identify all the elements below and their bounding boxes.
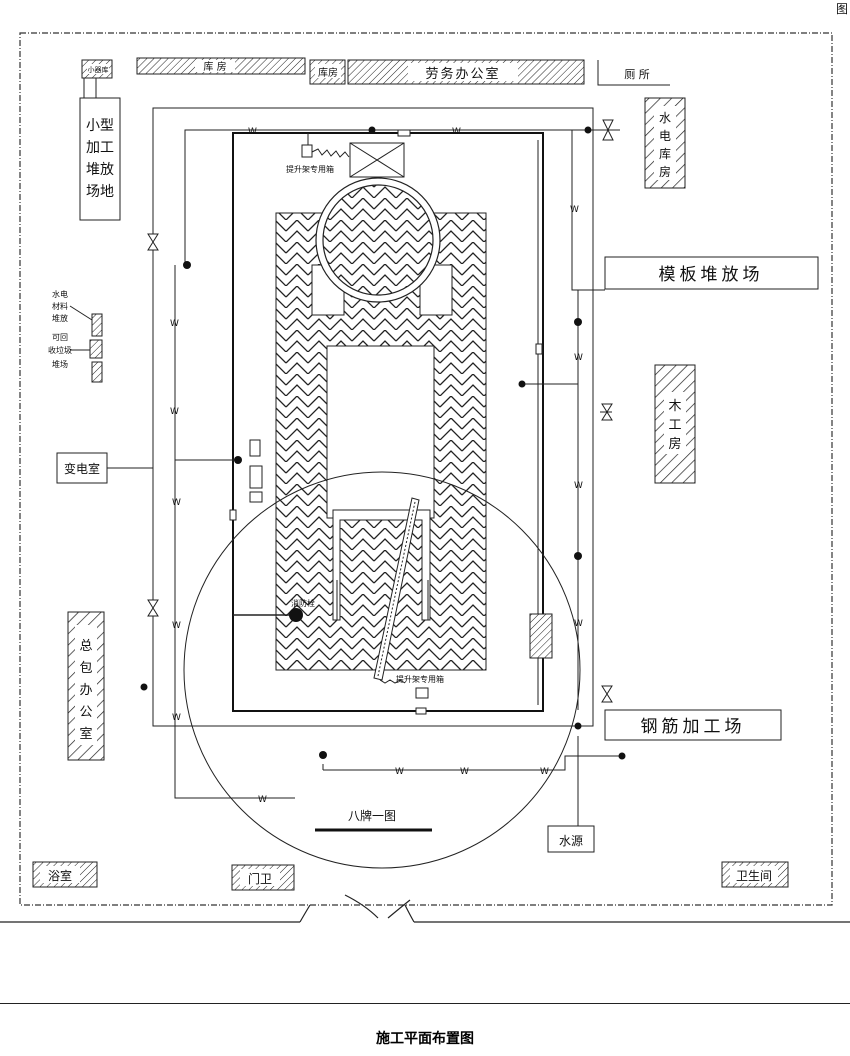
svg-text:W: W bbox=[452, 127, 461, 137]
svg-text:包: 包 bbox=[79, 661, 92, 676]
building-footprint bbox=[275, 177, 487, 671]
water-elec-warehouse: 水 电 库 房 bbox=[644, 97, 686, 189]
gate-fence bbox=[0, 894, 850, 923]
warehouse-top: 库 房 bbox=[136, 57, 306, 75]
small-storage: 小器库 bbox=[81, 59, 113, 99]
svg-text:材料: 材料 bbox=[52, 301, 68, 311]
corner-mark: 图 bbox=[835, 2, 848, 16]
svg-text:变电室: 变电室 bbox=[64, 461, 100, 476]
woodwork-shop: 木 工 房 bbox=[654, 364, 696, 484]
svg-text:可回: 可回 bbox=[52, 333, 68, 342]
svg-text:W: W bbox=[170, 319, 179, 329]
svg-text:小器库: 小器库 bbox=[88, 65, 109, 74]
pipe-w-labels: W W W W W W W W W W W W W W W bbox=[170, 127, 583, 805]
pipe-valve-crosses bbox=[147, 119, 614, 703]
eight-boards-one-map: 八牌一图 bbox=[315, 809, 432, 832]
water-pipe-network bbox=[152, 108, 625, 826]
rebar-yard: 钢筋加工场 bbox=[604, 709, 782, 741]
tower-crane bbox=[183, 471, 581, 869]
svg-text:W: W bbox=[574, 353, 583, 363]
svg-text:门卫: 门卫 bbox=[248, 871, 272, 886]
svg-text:W: W bbox=[574, 619, 583, 629]
site-boundary bbox=[19, 32, 833, 906]
svg-text:W: W bbox=[460, 767, 469, 777]
gate-guard: 门卫 bbox=[231, 864, 295, 891]
labor-office: 劳务办公室 bbox=[347, 59, 585, 85]
svg-text:办: 办 bbox=[79, 683, 92, 698]
svg-text:水: 水 bbox=[659, 111, 671, 125]
svg-text:公: 公 bbox=[79, 705, 92, 720]
gc-office: 总 包 办 公 室 bbox=[67, 611, 105, 761]
svg-text:电: 电 bbox=[659, 129, 671, 143]
site-small-boxes bbox=[229, 129, 553, 715]
toilet-bottom: 卫生间 bbox=[721, 861, 789, 888]
svg-text:房: 房 bbox=[659, 164, 671, 179]
svg-text:收垃圾: 收垃圾 bbox=[48, 345, 72, 355]
hoist-box-bottom: 提升架专用箱 bbox=[379, 674, 444, 699]
warehouse-small: 库房 bbox=[309, 59, 346, 85]
svg-text:加工: 加工 bbox=[86, 140, 114, 156]
svg-text:W: W bbox=[172, 498, 181, 508]
site-plan-drawing: 小器库 库 房 库房 劳务办公室 厕 所 小型 加工 堆放 场地 水电 材料 堆… bbox=[0, 32, 850, 923]
svg-text:劳务办公室: 劳务办公室 bbox=[425, 66, 500, 82]
svg-text:工: 工 bbox=[668, 418, 681, 433]
svg-text:木: 木 bbox=[668, 399, 681, 414]
left-legend: 水电 材料 堆放 可回 收垃圾 堆场 bbox=[48, 289, 103, 383]
svg-text:水源: 水源 bbox=[559, 834, 583, 848]
hoist-box-top: 提升架专用箱 bbox=[286, 133, 405, 178]
transformer-room: 变电室 bbox=[56, 452, 153, 484]
svg-text:水电: 水电 bbox=[52, 289, 68, 299]
bottom-rule bbox=[0, 1003, 850, 1004]
svg-text:堆放: 堆放 bbox=[86, 162, 114, 178]
svg-text:浴室: 浴室 bbox=[48, 868, 72, 883]
bath-room: 浴室 bbox=[32, 861, 98, 888]
svg-text:模板堆放场: 模板堆放场 bbox=[659, 265, 764, 285]
svg-text:W: W bbox=[574, 481, 583, 491]
svg-text:W: W bbox=[248, 127, 257, 137]
svg-text:堆放: 堆放 bbox=[52, 313, 68, 323]
pipe-valves bbox=[140, 126, 626, 760]
svg-text:库 房: 库 房 bbox=[203, 60, 226, 73]
water-source: 水源 bbox=[547, 825, 595, 853]
toilet-top: 厕 所 bbox=[597, 60, 670, 86]
svg-text:W: W bbox=[570, 205, 579, 215]
svg-text:钢筋加工场: 钢筋加工场 bbox=[641, 717, 746, 737]
svg-text:库房: 库房 bbox=[318, 66, 338, 79]
svg-text:W: W bbox=[172, 621, 181, 631]
fire-hydrant: 消防栓 bbox=[233, 598, 315, 622]
small-processing-yard: 小型 加工 堆放 场地 bbox=[79, 97, 121, 221]
svg-text:提升架专用箱: 提升架专用箱 bbox=[396, 674, 444, 684]
figure-caption: 施工平面布置图 bbox=[376, 1031, 474, 1047]
svg-text:总: 总 bbox=[79, 639, 92, 654]
svg-text:卫生间: 卫生间 bbox=[736, 869, 772, 883]
svg-text:W: W bbox=[540, 767, 549, 777]
svg-text:库: 库 bbox=[659, 146, 671, 161]
svg-text:场地: 场地 bbox=[86, 184, 114, 200]
svg-text:堆场: 堆场 bbox=[52, 359, 68, 369]
svg-text:W: W bbox=[395, 767, 404, 777]
svg-text:厕 所: 厕 所 bbox=[624, 68, 650, 81]
svg-text:室: 室 bbox=[79, 726, 92, 742]
svg-text:消防栓: 消防栓 bbox=[291, 598, 315, 608]
formwork-yard: 模板堆放场 bbox=[604, 256, 819, 290]
svg-text:W: W bbox=[170, 407, 179, 417]
svg-text:八牌一图: 八牌一图 bbox=[348, 809, 396, 823]
svg-text:W: W bbox=[172, 713, 181, 723]
svg-text:提升架专用箱: 提升架专用箱 bbox=[286, 164, 334, 174]
svg-text:W: W bbox=[258, 795, 267, 805]
svg-text:小型: 小型 bbox=[86, 118, 114, 134]
svg-text:房: 房 bbox=[668, 436, 681, 452]
